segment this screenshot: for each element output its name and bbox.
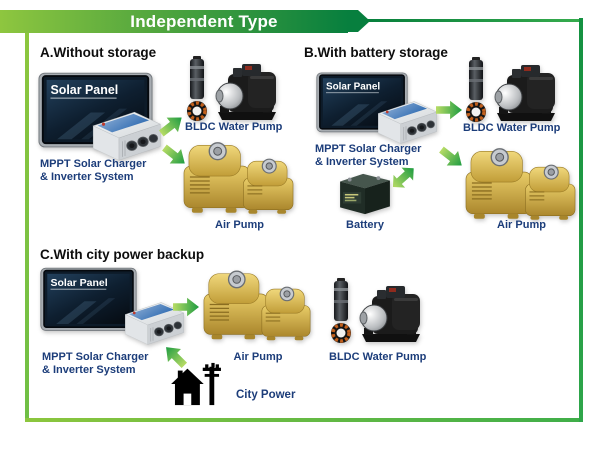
inverter-label-a-line2: & Inverter System [40,171,134,183]
air-pump-label-c: Air Pump [233,351,283,363]
inverter-label-b-line1: MPPT Solar Charger [315,143,422,155]
frame-border-bottom [25,418,583,422]
battery-label-b: Battery [346,219,384,231]
bldc-water-pump-label-b: BLDC Water Pump [463,122,561,134]
frame-border-right [579,18,583,422]
solar-panel-label-a: Solar Panel [50,83,118,97]
banner-line [366,19,579,22]
section-a-heading: A.Without storage [40,45,157,60]
air-pump-label-b: Air Pump [497,219,546,231]
solar-panel-image-b: Solar Panel [316,72,408,133]
inverter-label-a-line1: MPPT Solar Charger [40,158,147,170]
banner [0,10,348,33]
solar-panel-label-c: Solar Panel [51,277,108,289]
inverter-image-a [92,111,161,161]
page-title: Independent Type [130,12,278,31]
bldc-water-pump-label-c: BLDC Water Pump [329,351,427,363]
banner-arrow-icon [348,10,370,32]
frame-border-left [25,33,29,418]
air-pump-label-a: Air Pump [215,219,264,231]
solar-panel-image-c: Solar Panel [40,267,137,331]
section-b-heading: B.With battery storage [304,45,448,60]
battery-image-b [340,173,390,215]
arrow-right-icon-c [173,296,199,323]
air-pump-image-c [203,270,311,341]
inverter-image-b [377,101,438,144]
arrow-right-icon-b [436,99,462,126]
inverter-label-a: MPPT Solar Charger & Inverter System [40,158,146,184]
city-power-icon [171,362,221,406]
bldc-water-pump-image-c [329,278,422,344]
inverter-label-b: MPPT Solar Charger & Inverter System [315,143,421,169]
inverter-label-c: MPPT Solar Charger & Inverter System [42,351,148,377]
inverter-label-b-line2: & Inverter System [315,156,409,168]
bldc-water-pump-image-b [464,57,557,123]
air-pump-image-a [183,142,294,215]
city-power-label: City Power [236,389,296,401]
bldc-water-pump-label-a: BLDC Water Pump [185,121,283,133]
bldc-water-pump-image-a [185,56,278,122]
air-pump-image-b [465,148,576,221]
solar-panel-label-b: Solar Panel [326,82,380,93]
inverter-label-c-line1: MPPT Solar Charger [42,351,149,363]
section-c-heading: C.With city power backup [40,247,205,262]
inverter-label-c-line2: & Inverter System [42,364,136,376]
arrow-down-right-icon-b [431,141,468,178]
